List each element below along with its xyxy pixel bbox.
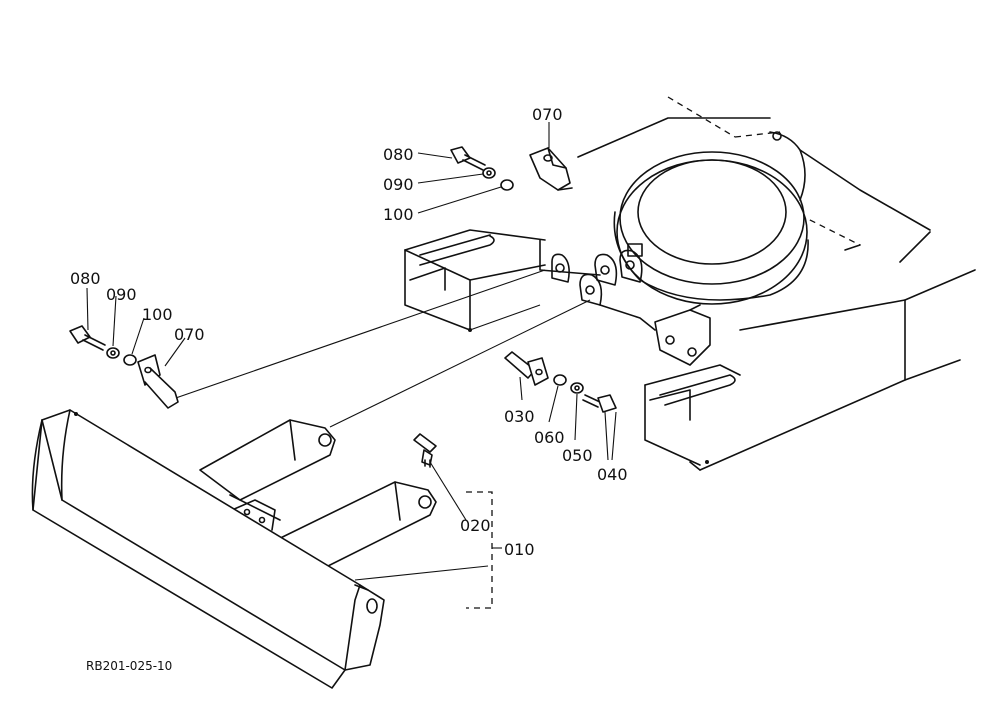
callout-040: 040	[597, 465, 628, 484]
callout-080-left: 080	[70, 269, 101, 288]
callout-010: 010	[504, 540, 535, 559]
pin-left	[137, 354, 179, 409]
callout-090-top: 090	[383, 175, 414, 194]
callout-090-left: 090	[106, 285, 137, 304]
washer-top	[482, 167, 496, 179]
bolt-left	[69, 325, 106, 351]
washer-left	[106, 347, 120, 359]
pin-top	[529, 147, 573, 191]
callout-020: 020	[460, 516, 491, 535]
callout-070-left: 070	[174, 325, 205, 344]
hardware-parts	[69, 146, 617, 468]
pin-center	[504, 351, 549, 386]
callout-080-top: 080	[383, 145, 414, 164]
bolt-center	[582, 394, 617, 413]
callout-100-top: 100	[383, 205, 414, 224]
tractor-frame	[169, 96, 976, 471]
reference-code: RB201-025-10	[86, 659, 172, 673]
lock-washer-top	[500, 179, 514, 191]
callout-060: 060	[534, 428, 565, 447]
grease-fitting	[413, 433, 437, 468]
washer-center	[553, 374, 567, 386]
dozer-blade	[31, 409, 437, 689]
callout-030: 030	[504, 407, 535, 426]
callout-050: 050	[562, 446, 593, 465]
spring-washer-center	[570, 382, 584, 394]
bolt-top	[450, 146, 486, 171]
callout-070-top: 070	[532, 105, 563, 124]
lock-washer-left	[123, 354, 137, 366]
leader-lines	[86, 122, 617, 609]
callout-labels: 070 080 090 100 080 090 100 070 030 060 …	[70, 105, 628, 559]
callout-100-left: 100	[142, 305, 173, 324]
